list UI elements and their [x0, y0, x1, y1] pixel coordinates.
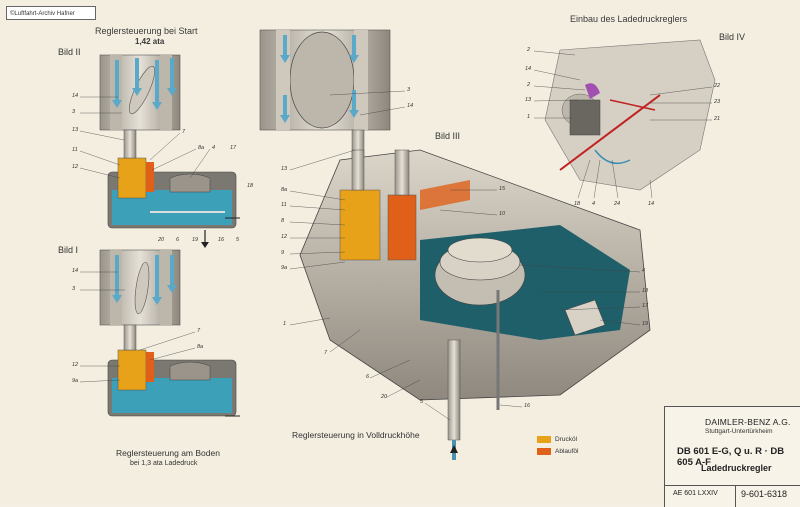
- ablaufoel-swatch: [537, 448, 551, 455]
- bild1-throttle-duct: [99, 249, 181, 326]
- einbau-title: Einbau des Ladedruckreglers: [570, 14, 688, 24]
- bild1-regulator-body: [107, 324, 240, 417]
- bild2-regulator-body: [107, 129, 240, 248]
- drawing-code: AE 601 LXXIV: [673, 490, 718, 497]
- callout-3: 3: [72, 286, 76, 292]
- callout-14: 14: [648, 201, 655, 207]
- engine-models: DB 601 E-G, Q u. R · DB 605 A-F: [677, 446, 785, 468]
- code-separator: [735, 486, 736, 507]
- callout-1: 1: [283, 321, 287, 327]
- callout-2: 2: [527, 47, 531, 53]
- callout-3: 3: [407, 87, 411, 93]
- callout-4: 4: [642, 268, 646, 274]
- callout-1: 1: [527, 114, 531, 120]
- callout-2: 2: [527, 82, 531, 88]
- callout-5: 5: [420, 399, 424, 405]
- callout-16: 16: [524, 403, 531, 409]
- callout-17: 17: [642, 303, 649, 309]
- druckoel-label: Drucköl: [555, 436, 578, 443]
- callout-13: 13: [525, 97, 532, 103]
- title-block: DAIMLER-BENZ A.G. Stuttgart-Untertürkhei…: [664, 406, 800, 507]
- callout-20: 20: [381, 394, 388, 400]
- callout-8a: 8a: [197, 344, 204, 350]
- bild4-label: Bild IV: [719, 32, 746, 42]
- callout-12: 12: [72, 362, 79, 368]
- boden-title: Reglersteuerung am Boden: [116, 448, 220, 458]
- callout-11: 11: [72, 147, 78, 153]
- callout-13: 13: [281, 166, 288, 172]
- callout-4: 4: [592, 201, 596, 207]
- callout-3: 3: [72, 109, 76, 115]
- drawing-number: 9-601-6318: [741, 489, 788, 499]
- callout-7: 7: [324, 350, 328, 356]
- callout-9a: 9a: [72, 378, 79, 384]
- callout-9: 9: [281, 250, 285, 256]
- callout-18: 18: [247, 183, 254, 189]
- title-divider: [665, 485, 800, 486]
- callout-19: 19: [642, 321, 649, 327]
- callout-15: 15: [499, 186, 506, 192]
- callout-14: 14: [525, 66, 532, 72]
- leader-lines: [79, 50, 713, 421]
- start-pressure: 1,42 ata: [135, 37, 165, 46]
- callout-8: 8: [281, 218, 285, 224]
- callout-20: 20: [158, 237, 165, 243]
- bild2-label: Bild II: [58, 47, 81, 57]
- callout-5: 5: [236, 237, 240, 243]
- callout-4: 4: [212, 145, 216, 151]
- callout-22: 22: [714, 83, 721, 89]
- callout-23: 23: [714, 99, 721, 105]
- callout-21: 21: [714, 116, 721, 122]
- company-name: DAIMLER-BENZ A.G.: [705, 417, 791, 427]
- bild3-regulator-housing: [299, 149, 651, 460]
- callout-14: 14: [72, 268, 79, 274]
- callout-14: 14: [407, 103, 414, 109]
- callout-19: 19: [192, 237, 199, 243]
- boden-subtitle: bei 1,3 ata Ladedruck: [130, 460, 198, 467]
- bild4-installation-view: [544, 39, 716, 191]
- callout-8a: 8a: [198, 145, 205, 151]
- callout-18: 18: [642, 288, 649, 294]
- bild2-throttle-duct: [99, 54, 181, 131]
- callout-7: 7: [182, 129, 186, 135]
- druckoel-swatch: [537, 436, 551, 443]
- callout-12: 12: [281, 234, 288, 240]
- callout-17: 17: [230, 145, 237, 151]
- callout-13: 13: [72, 127, 79, 133]
- callout-11: 11: [281, 202, 287, 208]
- callout-7: 7: [197, 328, 201, 334]
- callout-12: 12: [72, 164, 79, 170]
- callout-24: 24: [614, 201, 621, 207]
- copyright-label: ©Luftfahrt-Archiv Hafner: [6, 6, 96, 20]
- callout-6: 6: [366, 374, 370, 380]
- callout-6: 6: [176, 237, 180, 243]
- volldruck-title: Reglersteuerung in Volldruckhöhe: [292, 430, 420, 440]
- callout-18: 18: [574, 201, 581, 207]
- part-name: Ladedruckregler: [701, 463, 772, 473]
- callout-14: 14: [72, 93, 79, 99]
- callout-8a: 8a: [281, 187, 288, 193]
- callout-9a: 9a: [281, 265, 288, 271]
- start-title: Reglersteuerung bei Start: [95, 26, 198, 36]
- bild3-label: Bild III: [435, 131, 461, 141]
- company-location: Stuttgart-Untertürkheim: [705, 428, 773, 435]
- bild1-label: Bild I: [58, 245, 79, 255]
- callout-16: 16: [218, 237, 225, 243]
- callout-10: 10: [499, 211, 506, 217]
- ablaufoel-label: Ablauföl: [555, 448, 579, 455]
